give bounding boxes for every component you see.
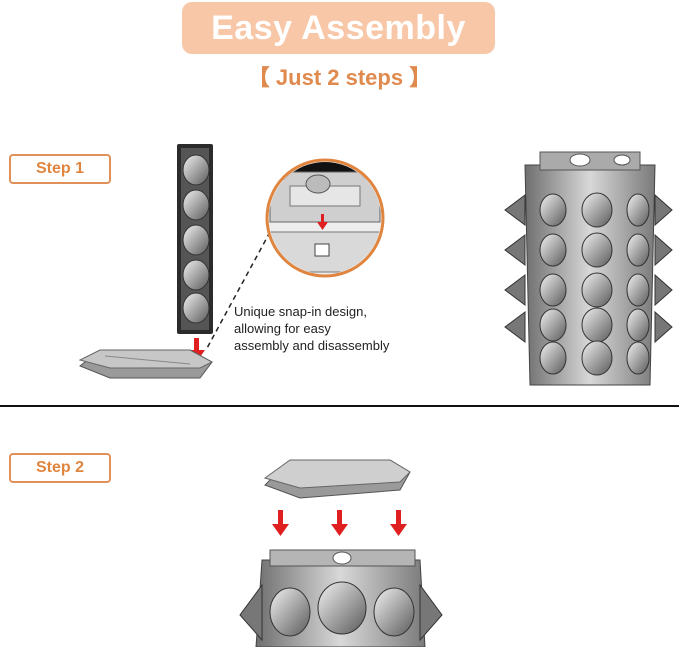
assembled-rack-illustration <box>504 151 673 386</box>
octagon-base-illustration <box>78 349 214 379</box>
zoom-arrow-icon <box>317 214 328 230</box>
step-2-arrows <box>272 510 407 536</box>
section-divider <box>0 405 679 407</box>
page-title: Easy Assembly <box>211 8 466 47</box>
rack-top-illustration <box>239 549 443 647</box>
title-banner: Easy Assembly <box>182 2 495 54</box>
red-arrow-icon <box>331 510 348 536</box>
step-1-badge: Step 1 <box>9 154 111 184</box>
caption-line: allowing for easy <box>234 321 331 336</box>
red-arrow-icon <box>390 510 407 536</box>
top-plate-illustration <box>263 459 411 499</box>
page-subtitle: 【 Just 2 steps 】 <box>247 65 432 90</box>
snap-detail-zoom <box>205 158 385 351</box>
caption-line: assembly and disassembly <box>234 338 390 353</box>
snap-in-caption: Unique snap-in design, allowing for easy… <box>234 303 404 354</box>
caption-line: Unique snap-in design, <box>234 304 367 319</box>
side-panel-illustration <box>177 144 213 334</box>
step-2-badge: Step 2 <box>9 453 111 483</box>
red-arrow-icon <box>272 510 289 536</box>
